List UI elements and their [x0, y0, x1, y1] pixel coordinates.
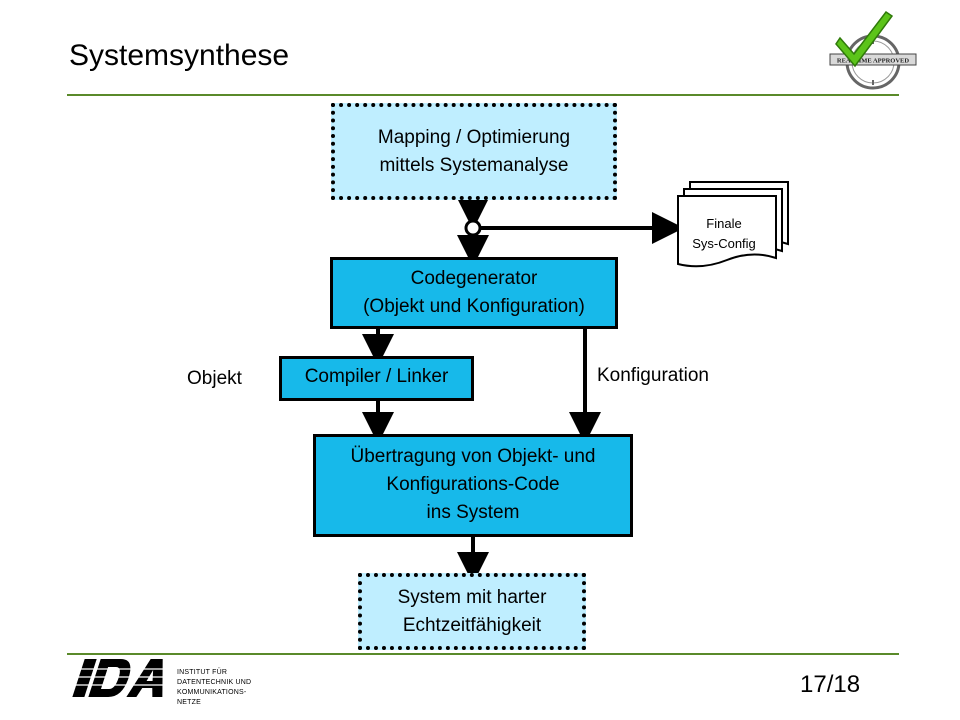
ida-logo-icon	[68, 659, 170, 697]
compiler-line1: Compiler / Linker	[304, 366, 449, 387]
system-line2: Echtzeitfähigkeit	[402, 614, 542, 636]
compiler-linker-box: Compiler / Linker	[279, 356, 474, 401]
header-rule	[67, 94, 899, 96]
footer-rule	[67, 653, 899, 655]
codegenerator-box: Codegenerator (Objekt und Konfiguration)	[330, 257, 618, 329]
config-document-label: Finale Sys-Config	[676, 214, 772, 254]
config-doc-line2: Sys-Config	[692, 236, 756, 251]
system-line1: System mit harter	[397, 586, 547, 608]
mapping-line2: mittels Systemanalyse	[379, 154, 569, 176]
institute-line-4: NETZE	[177, 699, 201, 706]
mapping-optimization-box: Mapping / Optimierung mittels Systemanal…	[331, 103, 617, 200]
svg-text:REALTIME APPROVED: REALTIME APPROVED	[837, 58, 909, 65]
institute-line-2: DATENTECHNIK UND	[177, 679, 252, 686]
institute-line-3: KOMMUNIKATIONS-	[177, 689, 247, 696]
page-title: Systemsynthese	[69, 39, 290, 72]
edge-label-object: Objekt	[187, 368, 242, 389]
config-document-stack	[677, 181, 789, 268]
page-number: 17/18	[800, 671, 861, 698]
junction-node	[464, 219, 482, 237]
transfer-line3: ins System	[426, 502, 520, 523]
transfer-box: Übertragung von Objekt- und Konfiguratio…	[313, 434, 633, 537]
transfer-line1: Übertragung von Objekt- und	[350, 446, 596, 467]
realtime-approved-seal-icon: REALTIME APPROVED	[829, 10, 917, 90]
config-doc-line1: Finale	[706, 216, 742, 231]
institute-line-1: INSTITUT FÜR	[177, 669, 228, 676]
edge-label-configuration: Konfiguration	[597, 365, 709, 386]
codegen-line1: Codegenerator	[410, 268, 538, 289]
mapping-line1: Mapping / Optimierung	[377, 126, 571, 148]
institute-name: INSTITUT FÜR DATENTECHNIK UND KOMMUNIKAT…	[177, 668, 287, 708]
codegen-line2: (Objekt und Konfiguration)	[363, 296, 585, 317]
realtime-system-box: System mit harter Echtzeitfähigkeit	[358, 573, 586, 650]
transfer-line2: Konfigurations-Code	[386, 474, 560, 495]
